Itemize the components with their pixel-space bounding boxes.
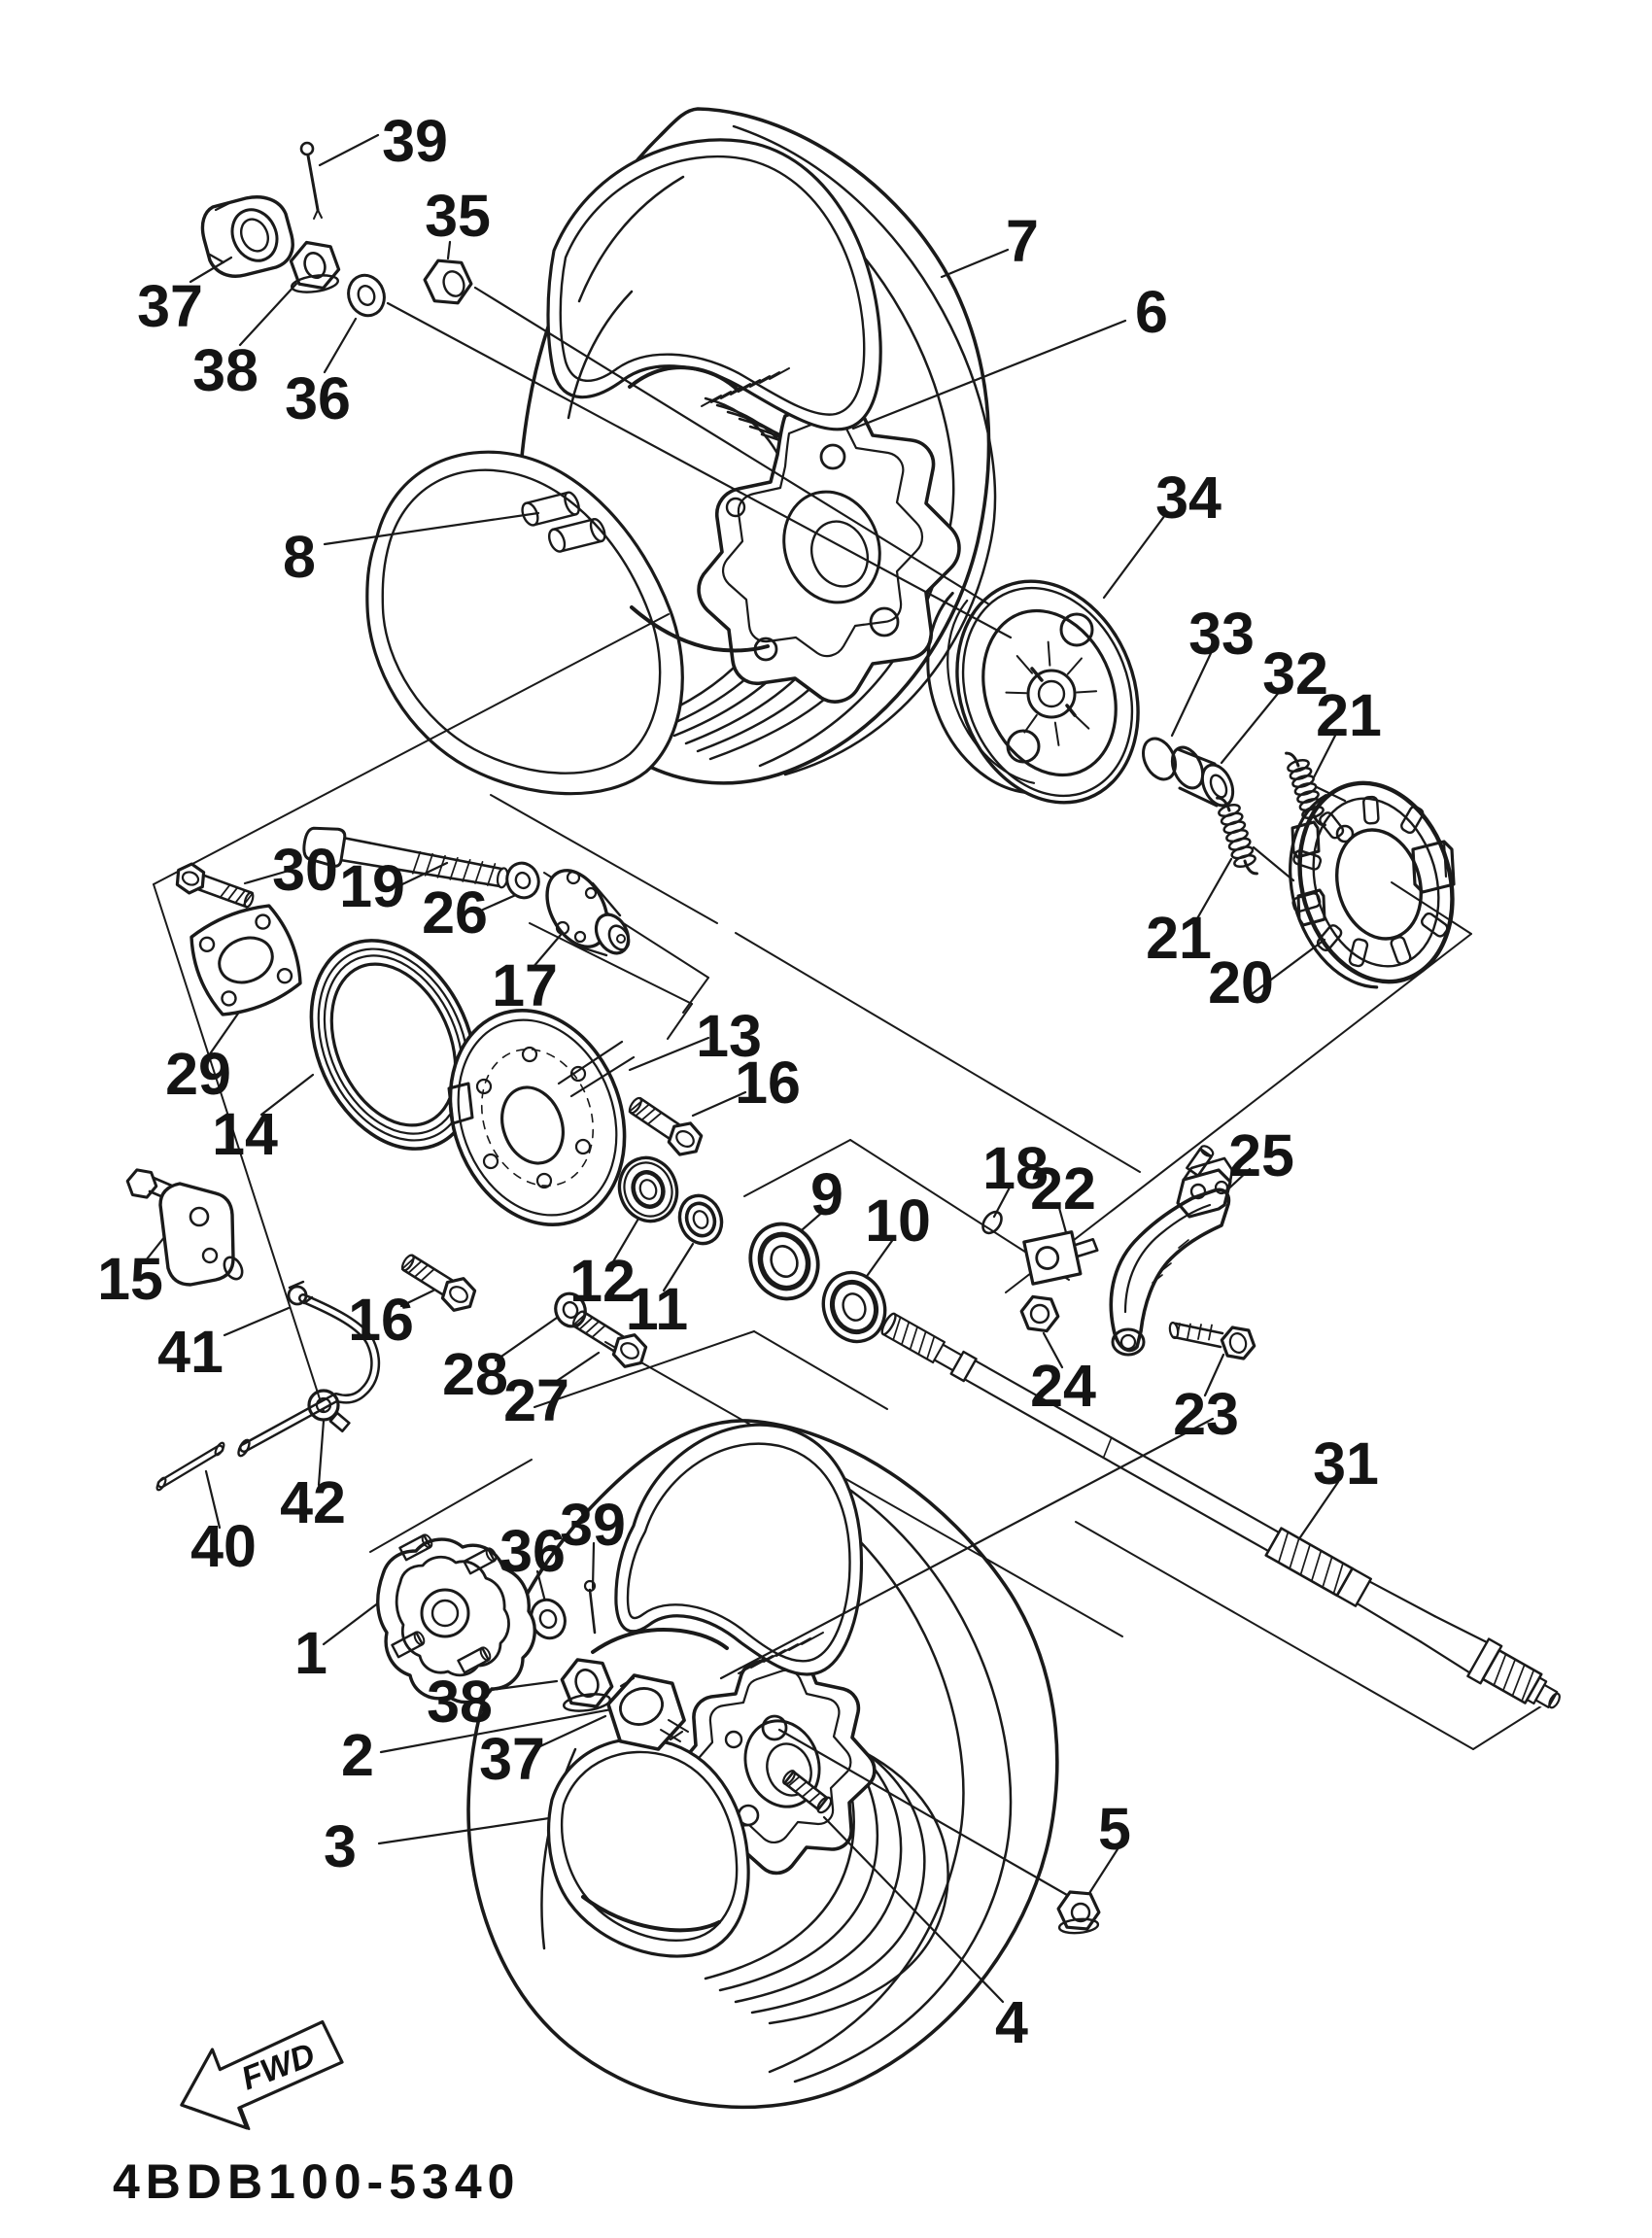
svg-text:22: 22 (1030, 1155, 1096, 1222)
svg-text:17: 17 (492, 952, 558, 1018)
svg-text:18: 18 (982, 1135, 1049, 1201)
svg-text:25: 25 (1228, 1122, 1294, 1188)
svg-text:27: 27 (503, 1367, 569, 1433)
svg-text:7: 7 (1006, 208, 1039, 274)
svg-text:38: 38 (192, 337, 258, 403)
svg-text:41: 41 (157, 1319, 224, 1385)
svg-text:28: 28 (442, 1341, 508, 1407)
svg-text:20: 20 (1208, 949, 1274, 1016)
svg-text:30: 30 (272, 837, 338, 903)
svg-text:39: 39 (560, 1492, 626, 1558)
svg-text:4: 4 (995, 1989, 1028, 2055)
svg-text:21: 21 (1316, 682, 1382, 748)
svg-text:13: 13 (696, 1003, 762, 1069)
svg-text:9: 9 (810, 1161, 843, 1227)
svg-text:26: 26 (422, 879, 488, 946)
svg-text:39: 39 (382, 108, 448, 174)
svg-text:14: 14 (212, 1101, 278, 1167)
svg-text:29: 29 (165, 1041, 231, 1107)
svg-text:16: 16 (348, 1287, 414, 1353)
svg-text:32: 32 (1262, 640, 1328, 706)
svg-text:8: 8 (283, 524, 316, 590)
svg-text:36: 36 (285, 365, 351, 431)
svg-text:15: 15 (97, 1246, 163, 1312)
svg-text:37: 37 (479, 1726, 545, 1792)
svg-text:5: 5 (1098, 1796, 1131, 1862)
svg-text:38: 38 (427, 1669, 493, 1735)
svg-text:40: 40 (190, 1513, 257, 1579)
svg-text:3: 3 (324, 1813, 357, 1879)
svg-text:4BDB100-5340: 4BDB100-5340 (113, 2154, 520, 2209)
svg-text:10: 10 (865, 1188, 931, 1254)
svg-text:24: 24 (1030, 1353, 1096, 1419)
svg-text:34: 34 (1155, 465, 1222, 531)
svg-text:36: 36 (499, 1518, 566, 1584)
svg-text:19: 19 (339, 853, 405, 919)
svg-text:37: 37 (137, 273, 203, 339)
svg-text:31: 31 (1313, 1430, 1379, 1497)
svg-text:6: 6 (1135, 279, 1168, 345)
svg-text:11: 11 (626, 1276, 689, 1342)
svg-text:33: 33 (1188, 601, 1255, 667)
svg-text:35: 35 (425, 183, 491, 249)
svg-text:1: 1 (294, 1620, 327, 1686)
svg-text:42: 42 (280, 1469, 346, 1535)
svg-text:12: 12 (569, 1248, 636, 1314)
svg-text:2: 2 (341, 1722, 374, 1788)
svg-text:23: 23 (1173, 1381, 1239, 1447)
svg-text:21: 21 (1146, 905, 1212, 971)
svg-text:16: 16 (735, 1050, 801, 1116)
